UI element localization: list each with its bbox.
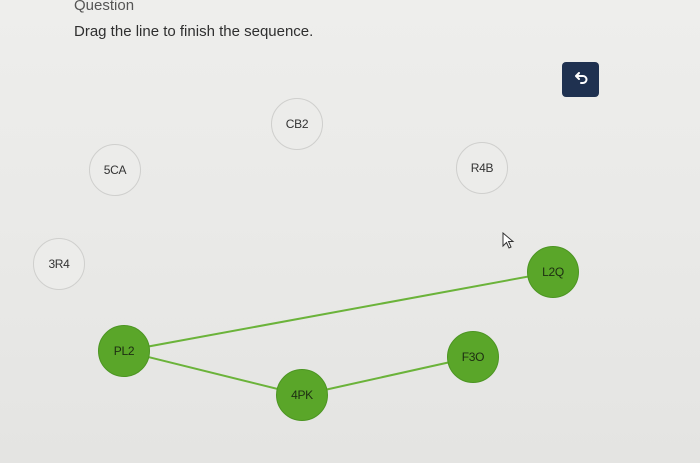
node-label: 4PK [291, 388, 313, 402]
mouse-pointer-icon [502, 232, 515, 249]
node-label: F3O [461, 350, 485, 364]
node-label: L2Q [542, 265, 564, 279]
question-label: Question [74, 0, 135, 14]
question-header: Question Drag the line to finish the seq… [74, 0, 313, 42]
question-instruction: Drag the line to finish the sequence. [74, 23, 314, 40]
node-4pk[interactable]: 4PK [276, 369, 328, 421]
node-f3o[interactable]: F3O [447, 331, 499, 383]
node-5ca[interactable]: 5CA [89, 144, 141, 196]
connection-line-l2q-pl2 [123, 271, 554, 352]
node-label: 3R4 [48, 257, 70, 271]
node-cb2[interactable]: CB2 [271, 98, 323, 150]
connection-line-pl2-4pk [123, 350, 303, 396]
undo-button[interactable] [562, 62, 599, 97]
node-label: R4B [470, 161, 494, 175]
node-3r4[interactable]: 3R4 [33, 238, 85, 290]
node-label: 5CA [103, 163, 127, 177]
undo-icon [574, 71, 587, 84]
connection-line-4pk-f3o [301, 356, 474, 396]
node-label: CB2 [285, 117, 309, 131]
node-l2q[interactable]: L2Q [527, 246, 579, 298]
node-r4b[interactable]: R4B [456, 142, 508, 194]
node-label: PL2 [113, 344, 135, 358]
node-pl2[interactable]: PL2 [98, 325, 150, 377]
